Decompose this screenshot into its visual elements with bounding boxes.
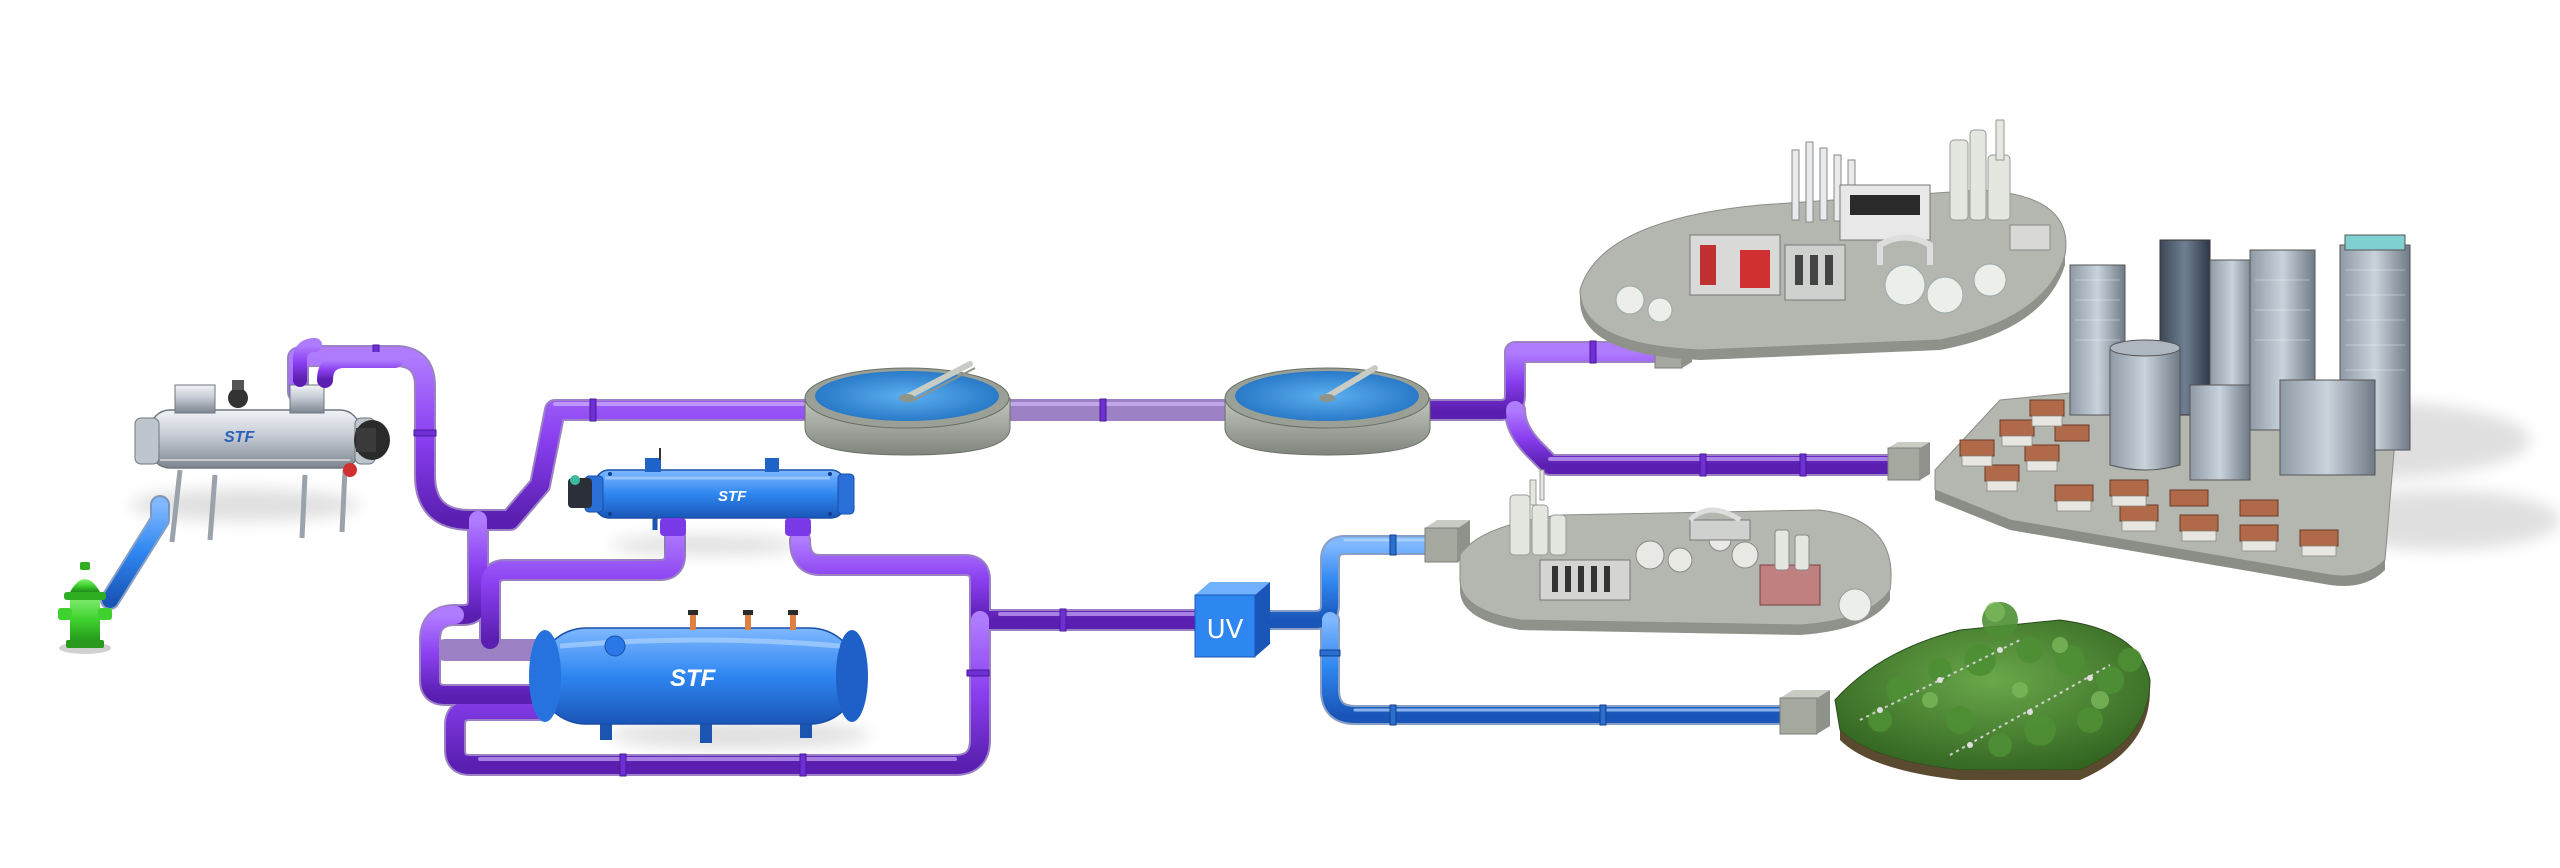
- storage-tank: STF: [529, 610, 868, 743]
- power-plant: [1579, 119, 2067, 360]
- recycled-water-pipes: [287, 340, 1901, 777]
- self-cleaning-filter: STF: [134, 380, 390, 543]
- hydrant-icon: [58, 562, 112, 654]
- brand-logo-1: STF: [224, 429, 255, 446]
- brand-logo-3: STF: [670, 665, 717, 692]
- clarifier-1: [804, 361, 1011, 456]
- horizontal-screen-filter: STF: [568, 448, 855, 536]
- industrial-plant: [1459, 469, 1892, 635]
- city-district: [1934, 234, 2411, 586]
- clarifier-2: [1224, 365, 1431, 456]
- brand-logo-2: STF: [718, 488, 747, 505]
- uv-label: UV: [1207, 615, 1244, 645]
- uv-disinfection: UV: [1194, 582, 1270, 658]
- treated-water-pipes: [100, 495, 1795, 726]
- irrigated-field: [1834, 602, 2151, 780]
